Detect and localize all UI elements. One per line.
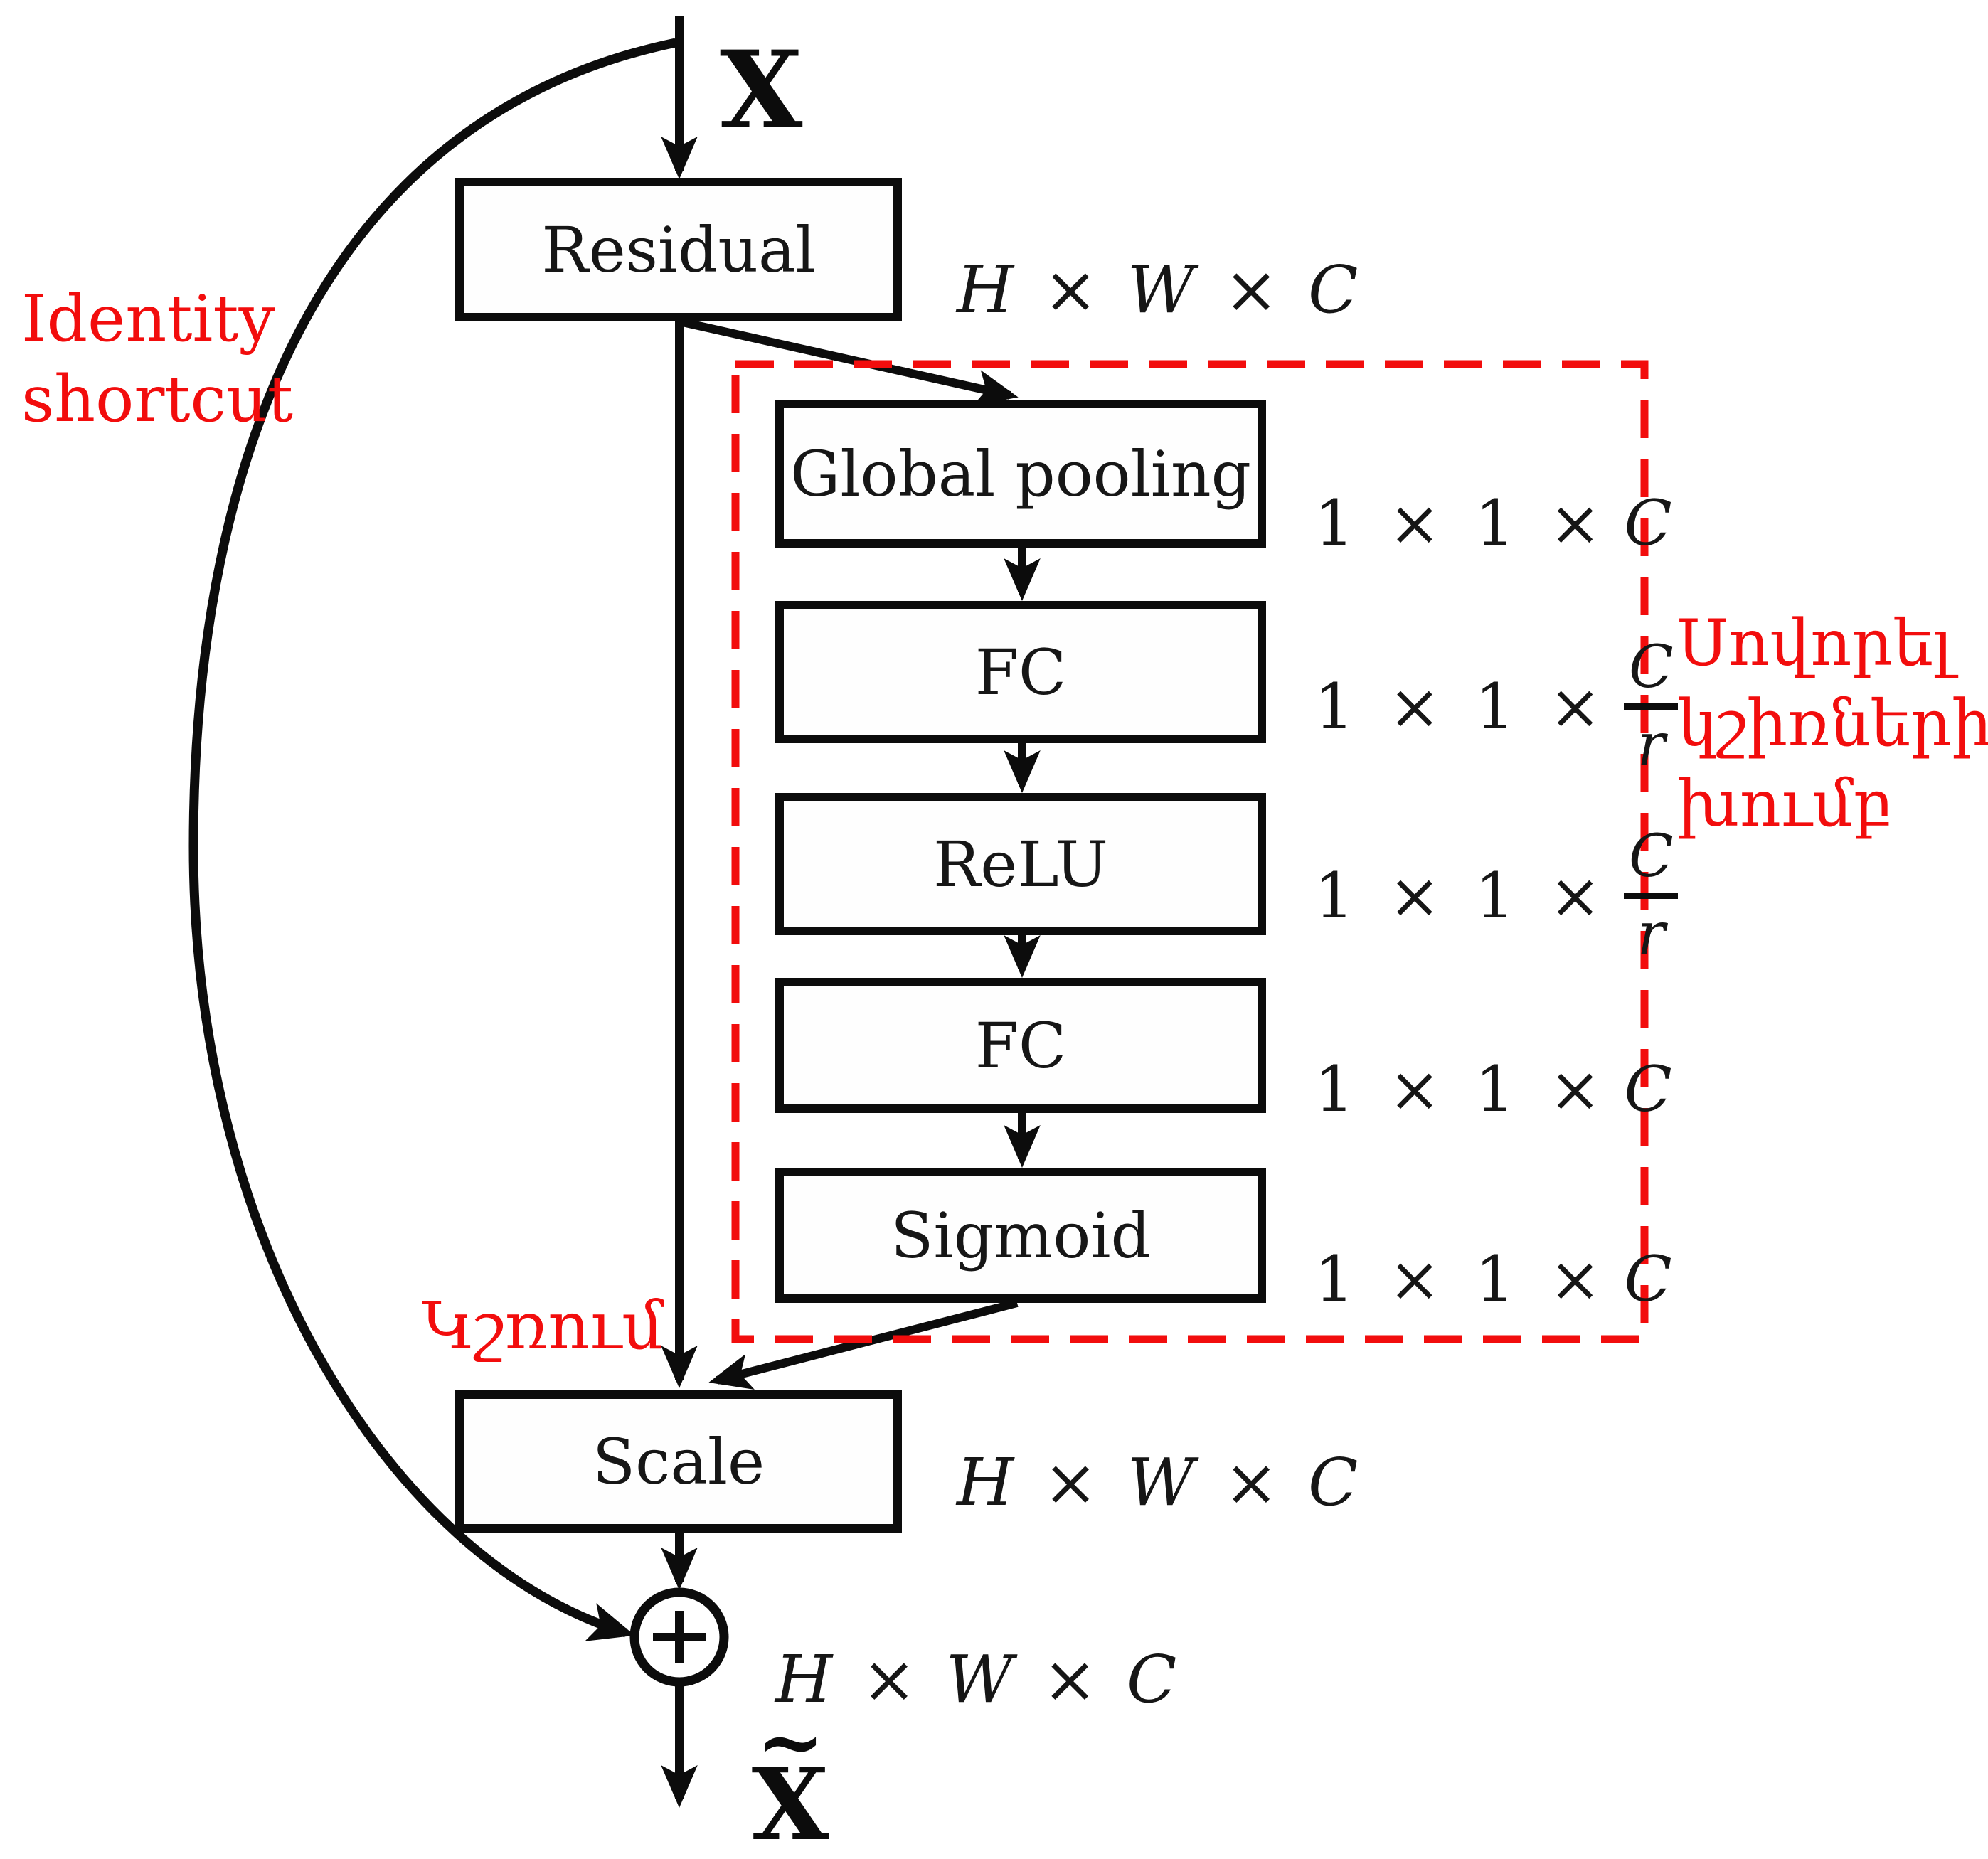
output-x: X: [751, 1747, 829, 1859]
dim-sigmoid-prefix: 1 × 1 ×: [1314, 1242, 1609, 1316]
dim-relu-fraction: C r: [1624, 823, 1679, 968]
output-tensor-label: ~ X: [737, 1701, 844, 1859]
sigmoid-block: Sigmoid: [775, 1168, 1266, 1303]
scale-block: Scale: [455, 1390, 902, 1533]
dim-fc2: 1 × 1 × C: [1314, 1053, 1672, 1126]
fc1-block: FC: [775, 601, 1266, 743]
relu-label: ReLU: [932, 827, 1109, 901]
identity-shortcut-line1: Identity: [21, 282, 275, 356]
dim-fc2-var: C: [1624, 1053, 1672, 1126]
fc1-label: FC: [974, 635, 1067, 709]
scale-block-label: Scale: [592, 1424, 765, 1498]
sum-plus-icon: [629, 1587, 729, 1687]
dim-global-pooling-prefix: 1 × 1 ×: [1314, 486, 1609, 560]
identity-shortcut-annotation: Identity shortcut: [21, 279, 293, 440]
learn-weights-line3: խումբ: [1677, 767, 1893, 841]
dim-global-pooling: 1 × 1 × C: [1314, 486, 1672, 560]
fraction-bar: [1624, 893, 1679, 899]
learn-weights-line2: կշիռների: [1677, 686, 1988, 761]
dim-global-pooling-var: C: [1624, 486, 1672, 560]
dim-fc1-prefix: 1 × 1 ×: [1314, 670, 1609, 743]
fc2-block: FC: [775, 978, 1266, 1113]
fc2-label: FC: [974, 1008, 1067, 1082]
dim-relu-prefix: 1 × 1 ×: [1314, 859, 1609, 932]
residual-block: Residual: [455, 178, 902, 321]
dim-fc1-fraction: C r: [1624, 634, 1679, 779]
input-tensor-label: X: [720, 28, 803, 153]
learn-weights-line1: Սովորել: [1677, 606, 1953, 681]
dim-sum: H × W × C: [775, 1641, 1181, 1717]
scaling-annotation: Կշռում: [422, 1288, 664, 1364]
global-pooling-block: Global pooling: [775, 400, 1266, 548]
dim-sigmoid: 1 × 1 × C: [1314, 1242, 1672, 1316]
dim-relu: 1 × 1 × C r: [1314, 823, 1679, 968]
dim-residual: H × W × C: [957, 252, 1363, 328]
residual-block-label: Residual: [541, 213, 816, 287]
dim-fc1-denominator: r: [1637, 711, 1665, 779]
residual-to-pooling-arrow: [678, 317, 1019, 406]
dim-relu-numerator: C: [1629, 823, 1674, 890]
relu-block: ReLU: [775, 793, 1266, 935]
dim-fc1-numerator: C: [1629, 634, 1674, 701]
dim-relu-denominator: r: [1637, 900, 1665, 968]
identity-shortcut-line2: shortcut: [21, 362, 294, 437]
identity-shortcut-curve: [188, 38, 677, 1641]
se-module-dashed-border: [731, 360, 1649, 1343]
sigmoid-label: Sigmoid: [891, 1198, 1151, 1272]
learn-weights-annotation: Սովորել կշիռների խումբ: [1677, 603, 1988, 844]
fraction-bar: [1624, 703, 1679, 710]
dim-fc2-prefix: 1 × 1 ×: [1314, 1053, 1609, 1126]
dim-fc1: 1 × 1 × C r: [1314, 634, 1679, 779]
dim-scale: H × W × C: [957, 1444, 1363, 1520]
global-pooling-label: Global pooling: [790, 437, 1251, 511]
dim-sigmoid-var: C: [1624, 1242, 1672, 1316]
